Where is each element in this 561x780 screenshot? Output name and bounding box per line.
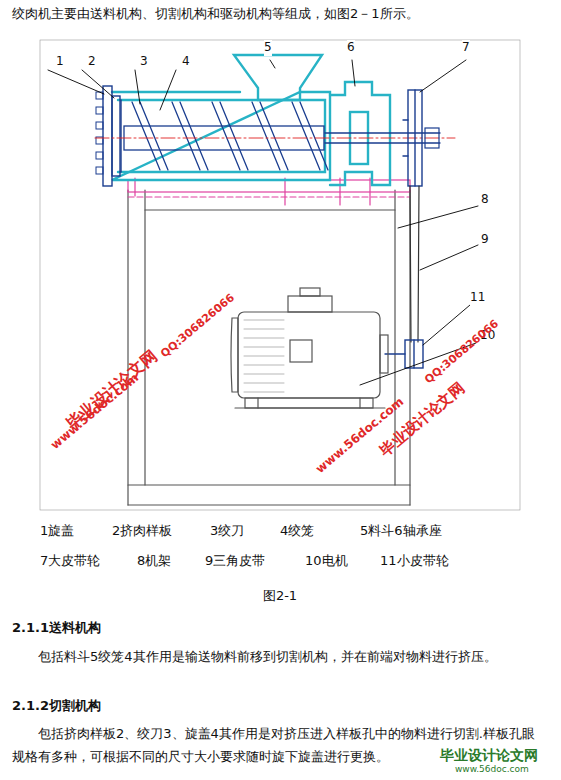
watermark: QQ:306826066 (158, 291, 238, 361)
part-legend: 2挤肉样板 (112, 523, 172, 540)
auger-flight (212, 102, 248, 170)
part-legend: 4绞笼 (280, 523, 314, 540)
logo-watermark: 毕业设计论文网 (440, 746, 538, 764)
callout-number: 4 (182, 54, 190, 70)
leader-lines (48, 60, 478, 385)
motor (231, 288, 388, 408)
auger-flight (292, 102, 328, 170)
motor-fin (244, 365, 284, 366)
hopper (234, 55, 322, 100)
auger-flight (172, 102, 208, 170)
part-legend: 7大皮带轮 (40, 553, 100, 570)
motor-fin (244, 347, 284, 348)
paragraph: 包括料斗5绞笼4其作用是输送物料前移到切割机构，并在前端对物料进行挤压。 (12, 645, 547, 668)
section-heading: 2.1.1送料机构 (12, 620, 101, 637)
intro-sentence: 绞肉机主要由送料机构、切割机构和驱动机构等组成，如图2－1所示。 (12, 6, 419, 23)
plate-holes (96, 92, 103, 174)
plate-hole (96, 122, 103, 129)
shaft (325, 142, 440, 143)
figure-frame (40, 40, 520, 510)
front-cap (103, 86, 121, 186)
machine-frame (128, 180, 410, 505)
part-legend: 9三角皮带 (205, 553, 265, 570)
motor-fin (244, 329, 284, 330)
callout-number: 1 (56, 54, 64, 70)
figure-caption: 图2-1 (263, 588, 297, 605)
shaft-nut (425, 128, 439, 148)
callout-number: 5 (264, 40, 272, 56)
section-heading: 2.1.2切割机构 (12, 698, 101, 715)
motor-fins (244, 320, 284, 392)
watermark: QQ:306826066 (422, 317, 502, 387)
center-line (95, 138, 455, 139)
logo-watermark: www.56doc.com (455, 764, 529, 776)
motor-fin (244, 374, 284, 375)
callout-number: 2 (88, 54, 96, 70)
motor-fin (244, 356, 284, 357)
part-legend: 1旋盖 (40, 523, 74, 540)
part-legend: 10电机 (305, 553, 348, 570)
shaft (325, 132, 440, 133)
watermark: www.56doc.com (48, 371, 142, 454)
auger-flight (252, 102, 288, 170)
callout-number: 9 (481, 232, 489, 248)
motor-fin (244, 392, 284, 393)
callout-number: 7 (462, 40, 470, 56)
motor-fin (244, 320, 284, 321)
v-belt (410, 186, 419, 342)
callout-number: 3 (140, 54, 148, 70)
callout-number: 11 (470, 290, 485, 306)
large-pulley (403, 90, 422, 186)
plate-hole (96, 107, 103, 114)
plate-hole (96, 152, 103, 159)
part-legend: 8机架 (137, 553, 171, 570)
part-legend: 5料斗6轴承座 (360, 523, 442, 540)
motor-fin (244, 383, 284, 384)
auger-flight (132, 102, 168, 170)
auger (124, 102, 328, 170)
callout-number: 6 (347, 40, 355, 56)
part-legend: 3绞刀 (210, 523, 244, 540)
motor-fin (244, 338, 284, 339)
plate-hole (96, 167, 103, 174)
base-bolts (135, 178, 370, 205)
callout-number: 8 (481, 192, 489, 208)
part-legend: 11小皮带轮 (380, 553, 449, 570)
